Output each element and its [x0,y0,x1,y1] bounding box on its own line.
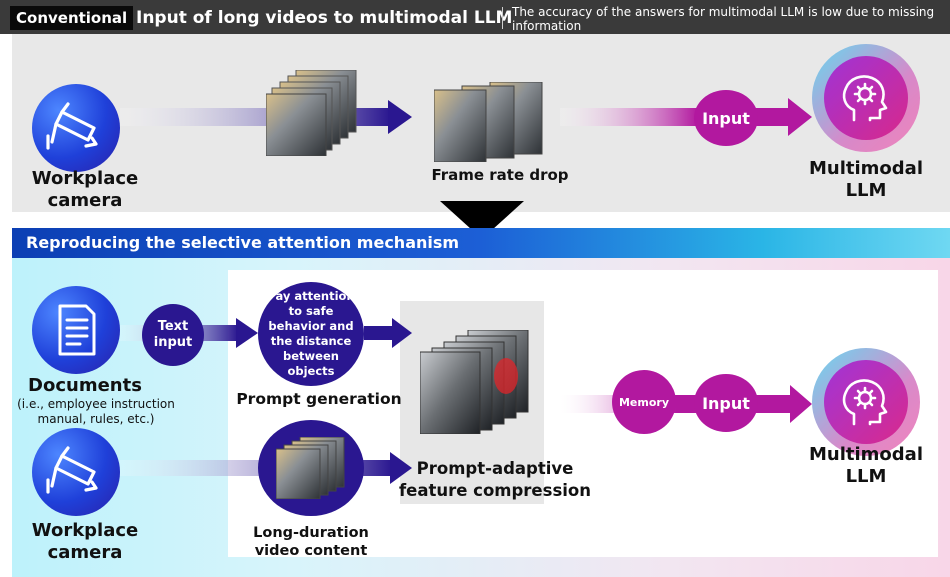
conventional-tag: Conventional [10,6,134,30]
input-circle: Input [694,90,758,146]
frame-rate-drop-label: Frame rate drop [431,166,569,184]
long-video-circle [258,420,364,516]
proposed-llm-circle [812,348,920,456]
arrow-frames-to-llm [560,98,812,136]
documents-circle [32,286,120,374]
triangle-down-icon [440,201,524,239]
multimodal-llm-label: Multimodal LLM [809,158,923,201]
prompt-circle: Pay attention to safe behavior and the d… [258,282,364,386]
prompt-generation-label: Prompt generation [236,390,402,408]
security-camera-icon [46,102,98,150]
workplace-camera-circle [32,84,120,172]
document-icon [58,304,96,356]
proposed-llm-label: Multimodal LLM [809,444,923,487]
long-video-frames [276,437,345,499]
security-camera-icon [46,446,98,494]
workplace-camera-label: Workplace camera [31,168,139,211]
video-frames-stack [266,70,357,156]
documents-label: Documents [28,375,142,396]
header-separator [502,7,503,29]
proposed-title: Reproducing the selective attention mech… [26,233,460,252]
conventional-header-band [0,0,950,34]
memory-circle: Memory [612,370,676,434]
arrow-prompt-to-compression [364,318,412,348]
arrow-compression-to-llm [560,385,812,423]
brain-gear-icon [842,379,888,426]
dropped-frames [434,82,543,162]
conventional-title: Input of long videos to multimodal LLM [136,8,513,28]
documents-sublabel: (i.e., employee instruction manual, rule… [17,397,175,426]
feature-compression-label: Prompt-adaptive feature compression [398,459,592,500]
brain-gear-icon [842,75,888,122]
text-input-circle: Text input [142,304,204,366]
proposed-header-band [12,228,950,258]
compressed-feature-frames [420,330,529,434]
conventional-note: The accuracy of the answers for multimod… [512,5,935,33]
long-video-label: Long-duration video content [253,525,369,559]
multimodal-llm-circle [812,44,920,152]
proposed-camera-label: Workplace camera [31,520,139,563]
proposed-camera-circle [32,428,120,516]
proposed-input-circle: Input [694,374,758,432]
